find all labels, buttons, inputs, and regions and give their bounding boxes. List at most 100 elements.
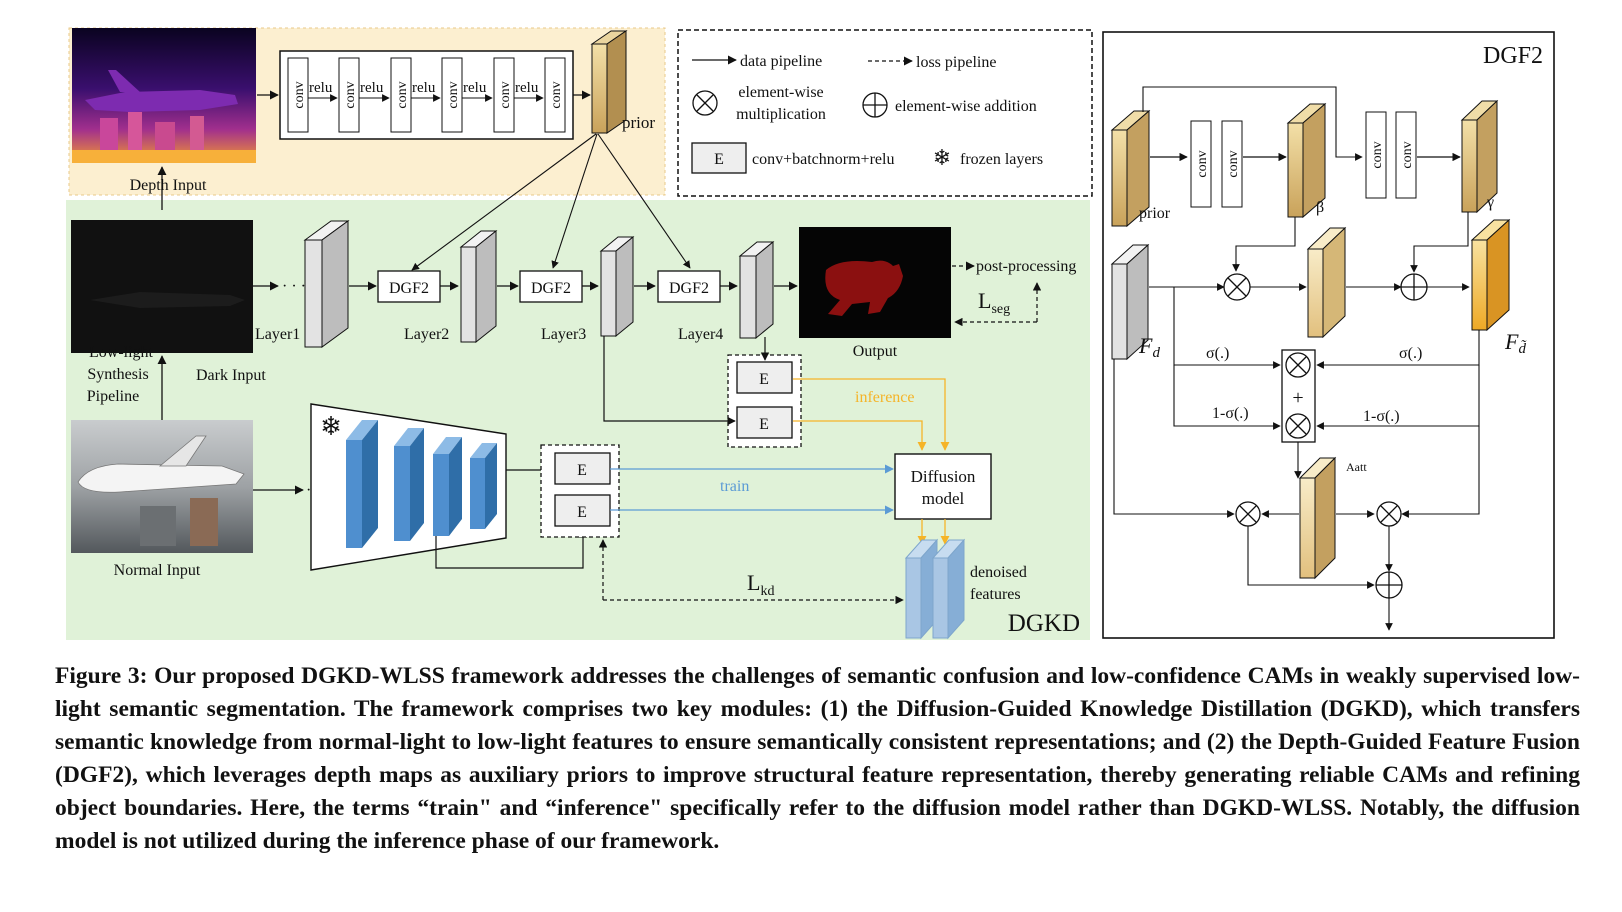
e-block — [554, 452, 611, 485]
e-label: E — [759, 371, 769, 388]
figure-caption: Figure 3: Our proposed DGKD-WLSS framewo… — [55, 663, 1580, 854]
e-label: E — [577, 504, 587, 521]
low-light-line-1: Low-light — [89, 344, 154, 361]
dgf2-prior-label: prior — [1139, 205, 1171, 222]
fusion-multiply-left — [1235, 501, 1261, 527]
legend-data-pipeline: data pipeline — [740, 53, 822, 70]
snowflake-icon: ❄ — [933, 145, 951, 170]
layer2-feature — [459, 229, 498, 344]
layer-label-2: Layer2 — [404, 326, 449, 343]
dgf2-label-2: DGF2 — [531, 280, 571, 297]
legend-e-desc: conv+batchnorm+relu — [752, 151, 894, 168]
gate-multiply-bottom — [1285, 413, 1311, 439]
aatt-label: Aatt — [1346, 460, 1367, 474]
train-label: train — [720, 478, 749, 495]
normal-input-image — [71, 420, 253, 553]
layer-label-4: Layer4 — [678, 326, 723, 343]
beta-label: β — [1316, 199, 1324, 216]
l-kd-label: Lkd — [747, 570, 774, 599]
svg-text:conv: conv — [395, 81, 410, 108]
svg-text:conv: conv — [343, 81, 358, 108]
relu-labels: relu relu relu relu relu — [309, 80, 539, 96]
add-icon — [862, 92, 888, 118]
conv-block: conv — [544, 57, 566, 133]
one-minus-sigma-right: 1-σ(.) — [1363, 408, 1400, 425]
encoder-dots: · · · — [282, 278, 306, 295]
fd-label: Fd — [1138, 333, 1160, 361]
relu-label: relu — [360, 80, 384, 96]
sigma-labels: σ(.) σ(.) 1-σ(.) 1-σ(.) — [1206, 345, 1422, 425]
gamma-label: γ — [1486, 194, 1494, 211]
legend-mult-2: multiplication — [736, 106, 826, 123]
dgf2-multiply-node — [1223, 273, 1251, 301]
svg-text:conv: conv — [1370, 141, 1385, 168]
snowflake-icon: ❄ — [320, 412, 342, 441]
depth-conv-blocks: conv conv conv conv conv conv — [287, 57, 566, 133]
legend-e-symbol: E — [714, 151, 724, 168]
e-block — [736, 406, 793, 439]
dark-input-image — [71, 220, 253, 353]
prior-label: prior — [622, 113, 655, 132]
dgf2-label-1: DGF2 — [389, 280, 429, 297]
svg-text:conv: conv — [498, 81, 513, 108]
dgf2-prior-feature — [1110, 109, 1151, 228]
dgf2-panel-title: DGF2 — [1483, 43, 1543, 69]
fusion-add-node — [1375, 571, 1403, 599]
legend-frozen: frozen layers — [960, 151, 1043, 168]
low-light-pipeline-label: Low-light Synthesis Pipeline — [87, 344, 154, 405]
dgf2-add-node — [1400, 273, 1428, 301]
encoder-block — [433, 437, 462, 536]
conv-block: conv — [287, 57, 309, 133]
frozen-encoder-blocks — [346, 420, 497, 548]
conv-block: conv — [493, 57, 515, 133]
e-label: E — [577, 462, 587, 479]
fd-refined-label: Fd̃ — [1504, 329, 1526, 357]
svg-text:conv: conv — [1195, 150, 1210, 177]
legend: data pipeline loss pipeline element-wise… — [691, 53, 1043, 174]
low-light-line-2: Synthesis — [87, 366, 148, 383]
prior-feature — [590, 30, 628, 134]
layer1-feature — [303, 220, 350, 348]
layer-label-1: Layer1 — [255, 326, 300, 343]
dgf2-conv-pair-1: conv conv — [1190, 120, 1243, 208]
e-label: E — [759, 416, 769, 433]
diffusion-model-box — [894, 453, 992, 520]
svg-text:conv: conv — [1400, 141, 1415, 168]
svg-text:conv: conv — [292, 81, 307, 108]
framework-diagram: Depth Input conv conv conv conv conv con… — [66, 27, 1555, 640]
encoder-block — [470, 443, 497, 529]
relu-label: relu — [515, 80, 539, 96]
normal-input-label: Normal Input — [114, 562, 201, 579]
legend-box — [677, 29, 1093, 197]
output-image — [799, 227, 951, 338]
fd-refined-feature — [1470, 218, 1511, 332]
diffusion-label-1: Diffusion — [911, 467, 976, 486]
sigma-left: σ(.) — [1206, 345, 1229, 362]
gamma-feature — [1460, 99, 1499, 214]
svg-text:conv: conv — [1226, 150, 1241, 177]
layer-labels: Layer1 Layer2 Layer3 Layer4 — [255, 326, 723, 343]
gate-plus: + — [1292, 387, 1303, 409]
multiply-icon — [692, 90, 718, 116]
conv-block: conv — [390, 57, 412, 133]
encoder-block — [346, 420, 378, 548]
fusion-multiply-right — [1376, 501, 1402, 527]
l-seg-label: Lseg — [978, 288, 1010, 317]
inference-label: inference — [855, 389, 915, 406]
output-label: Output — [853, 343, 898, 360]
aatt-feature — [1298, 456, 1337, 580]
depth-input-label: Depth Input — [130, 177, 207, 194]
sigma-right: σ(.) — [1399, 345, 1422, 362]
modulated-feature — [1306, 226, 1347, 339]
e-block — [736, 361, 793, 394]
gate-multiply-top — [1285, 352, 1311, 378]
svg-text:conv: conv — [549, 81, 564, 108]
low-light-line-3: Pipeline — [87, 388, 139, 405]
one-minus-sigma-left: 1-σ(.) — [1212, 405, 1249, 422]
depth-input-image — [72, 28, 256, 163]
dgf2-block-3 — [657, 270, 721, 303]
encoder-block — [394, 428, 424, 541]
legend-e-box — [691, 142, 747, 174]
denoised-features — [904, 538, 966, 640]
